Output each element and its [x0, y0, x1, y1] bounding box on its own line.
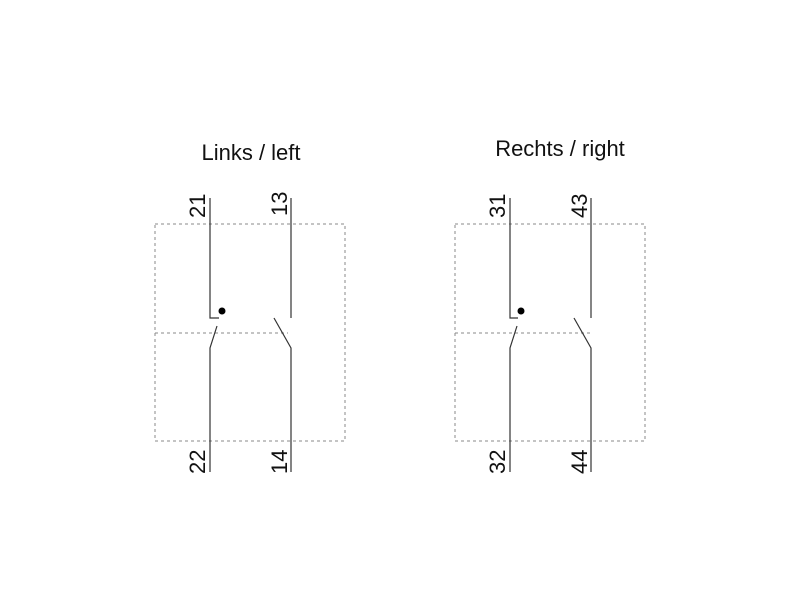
right-nc-contact — [509, 198, 525, 472]
terminal-label-22: 22 — [185, 450, 210, 474]
right-nc-contact-dot — [517, 307, 525, 315]
terminal-label-13: 13 — [267, 192, 292, 216]
right-block-title: Rechts / right — [495, 136, 625, 161]
left-housing-frame — [154, 223, 346, 442]
terminal-label-21: 21 — [185, 194, 210, 218]
terminal-label-32: 32 — [485, 450, 510, 474]
left-contact-block: Links / left 21 13 22 14 — [154, 140, 346, 474]
right-nc-lower-wire — [509, 325, 518, 472]
right-housing-frame — [454, 223, 646, 442]
left-nc-lower-wire — [209, 325, 218, 472]
terminal-label-14: 14 — [267, 450, 292, 474]
right-contact-block: Rechts / right 31 43 32 44 — [454, 136, 646, 474]
left-nc-contact — [209, 198, 226, 472]
left-nc-contact-dot — [218, 307, 226, 315]
left-no-lower-wire — [273, 317, 292, 472]
terminal-label-31: 31 — [485, 194, 510, 218]
left-no-contact — [273, 198, 292, 472]
right-no-contact — [573, 198, 592, 472]
terminal-label-44: 44 — [567, 450, 592, 474]
left-block-title: Links / left — [201, 140, 300, 165]
left-nc-upper-wire — [209, 198, 219, 319]
terminal-label-43: 43 — [567, 194, 592, 218]
right-nc-upper-wire — [509, 198, 518, 319]
right-no-lower-wire — [573, 317, 592, 472]
